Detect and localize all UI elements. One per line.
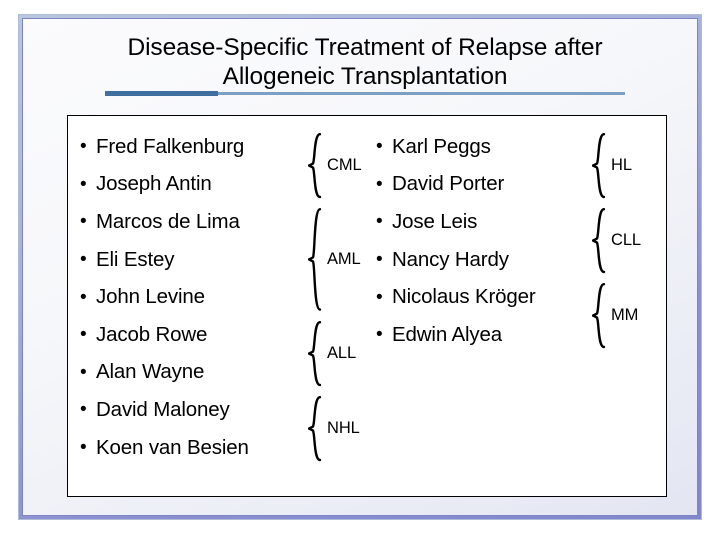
bullet-icon: • [80,324,87,346]
person-name: John Levine [96,285,205,309]
disease-group-brace: MM [592,282,638,349]
bullet-icon: • [376,286,383,308]
person-name: Jose Leis [392,209,478,233]
person-name: Joseph Antin [96,172,212,196]
curly-brace-icon [592,282,606,349]
disease-group-brace: ALL [308,320,356,387]
person-name: David Maloney [96,397,230,421]
disease-group-brace: CLL [592,207,641,274]
disease-label: AML [327,250,361,269]
bullet-icon: • [80,249,87,271]
curly-brace-icon [308,132,322,199]
curly-brace-icon [308,207,322,312]
list-item: • Joseph Antin [68,166,212,204]
slide-frame: Disease-Specific Treatment of Relapse af… [18,14,702,520]
disease-label: NHL [327,419,360,438]
person-name: Alan Wayne [96,360,205,384]
list-item: • David Porter [364,166,504,204]
slide-canvas: Disease-Specific Treatment of Relapse af… [22,18,698,516]
person-name: Edwin Alyea [392,322,503,346]
person-name: Koen van Besien [96,435,249,459]
disease-group-brace: AML [308,207,361,312]
list-item: • Jacob Rowe [68,316,207,354]
person-name: Nicolaus Kröger [392,285,536,309]
disease-label: CML [327,156,362,175]
bullet-icon: • [80,211,87,233]
person-name: David Porter [392,172,505,196]
bullet-icon: • [80,286,87,308]
bullet-icon: • [80,437,87,459]
person-name: Fred Falkenburg [96,134,245,158]
disease-label: CLL [611,231,641,250]
bullet-icon: • [80,361,87,383]
person-name: Jacob Rowe [96,322,208,346]
title-underline-light [105,92,625,95]
list-item: • David Maloney [68,391,230,429]
curly-brace-icon [592,132,606,199]
bullet-icon: • [80,399,87,421]
disease-group-brace: NHL [308,395,360,462]
person-name: Karl Peggs [392,134,491,158]
title-underline-accent [105,91,218,96]
disease-label: ALL [327,344,357,363]
list-item: • Karl Peggs [364,128,491,166]
disease-group-brace: CML [308,132,362,199]
bullet-icon: • [376,249,383,271]
bullet-icon: • [376,324,383,346]
bullet-icon: • [376,211,383,233]
list-item: • Eli Estey [68,241,175,279]
list-item: • Jose Leis [364,203,477,241]
list-item: • Fred Falkenburg [68,128,244,166]
curly-brace-icon [308,320,322,387]
person-name: Nancy Hardy [392,247,509,271]
bullet-icon: • [376,173,383,195]
bullet-icon: • [80,173,87,195]
page-title: Disease-Specific Treatment of Relapse af… [127,34,603,90]
list-item: • Nicolaus Kröger [364,278,536,316]
person-name: Marcos de Lima [96,209,240,233]
content-box: • Fred Falkenburg • Joseph Antin • Marcos de … [67,115,667,497]
disease-group-brace: HL [592,132,632,199]
list-item: • Edwin Alyea [364,316,502,354]
disease-label: HL [611,156,632,175]
person-name: Eli Estey [96,247,175,271]
list-item: • Koen van Besien [68,429,249,467]
list-item: • Alan Wayne [68,354,204,392]
disease-label: MM [611,306,639,325]
bullet-icon: • [80,136,87,158]
list-item: • Nancy Hardy [364,241,509,279]
bullet-icon: • [376,136,383,158]
list-item: • Marcos de Lima [68,203,240,241]
curly-brace-icon [592,207,606,274]
curly-brace-icon [308,395,322,462]
list-item: • John Levine [68,278,205,316]
